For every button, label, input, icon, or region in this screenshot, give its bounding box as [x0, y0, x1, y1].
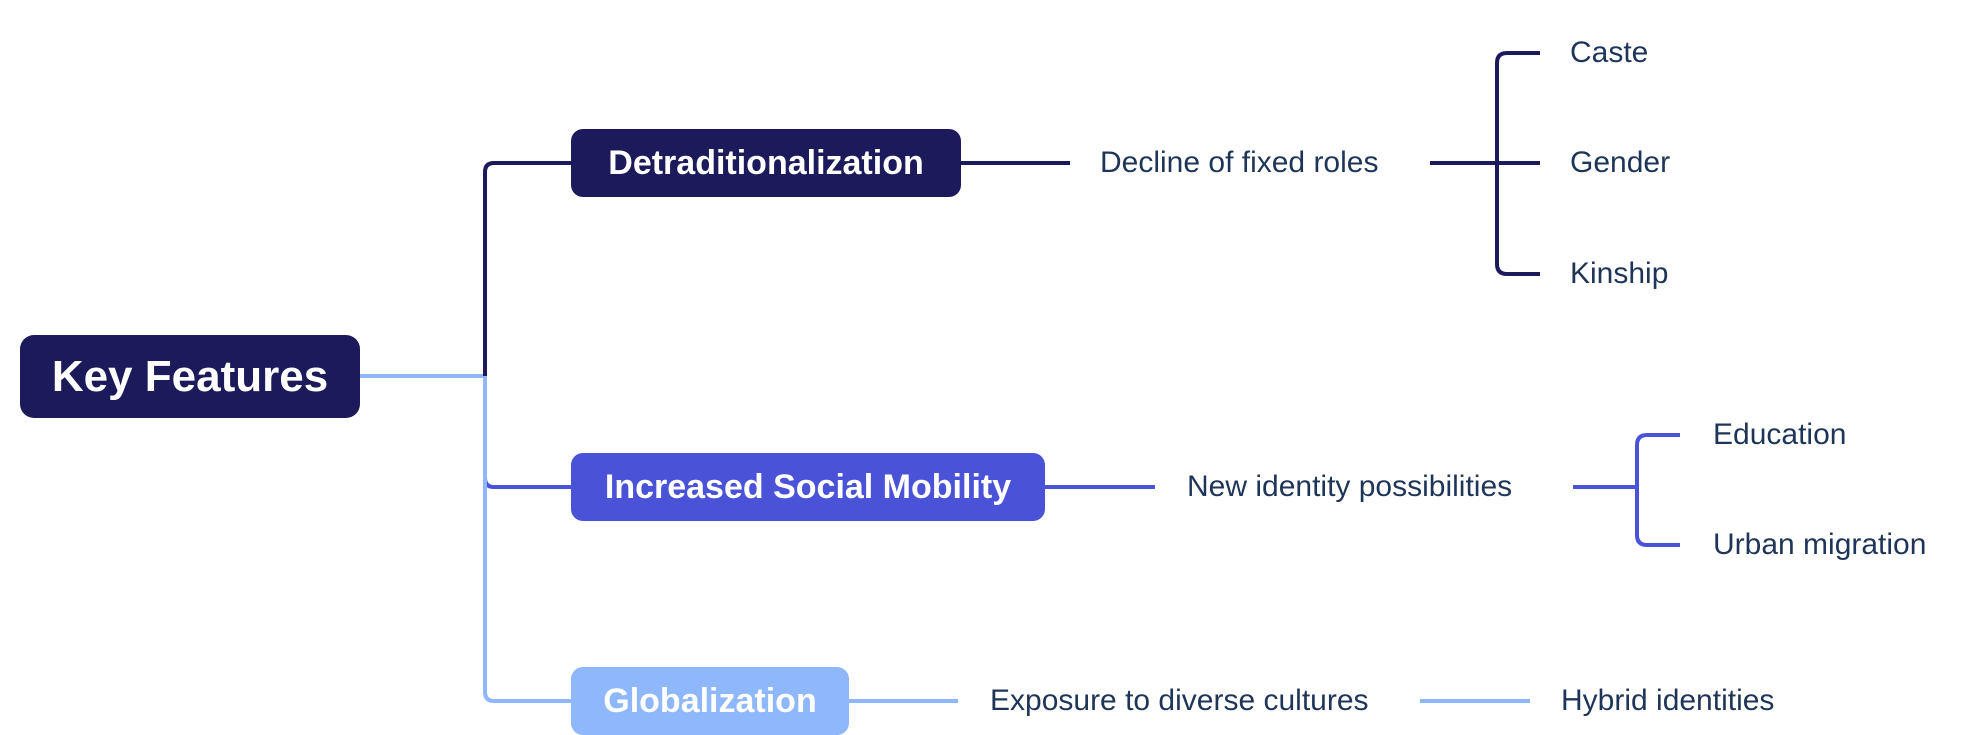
leaf-kinship[interactable]: Kinship [1570, 257, 1669, 290]
branch-label: Increased Social Mobility [604, 467, 1012, 506]
leaf-education[interactable]: Education [1713, 418, 1847, 451]
branch-1-connectors [961, 51, 1540, 276]
leaf-caste[interactable]: Caste [1570, 36, 1649, 69]
leaf-hybrid-identities[interactable]: Hybrid identities [1561, 684, 1775, 717]
subtopic-exposure-to-diverse-cultures[interactable]: Exposure to diverse cultures [990, 684, 1369, 717]
root-node-key-features[interactable]: Key Features [20, 335, 360, 418]
branch-node-increased-social-mobility[interactable]: Increased Social Mobility [571, 453, 1045, 521]
branch-node-detraditionalization[interactable]: Detraditionalization [571, 129, 961, 197]
branch-node-globalization[interactable]: Globalization [571, 667, 849, 735]
branch-2-connectors [1045, 433, 1680, 547]
root-label: Key Features [51, 351, 329, 401]
branch-label: Detraditionalization [608, 143, 924, 182]
root-connector [360, 161, 571, 703]
leaf-urban-migration[interactable]: Urban migration [1713, 528, 1927, 561]
leaf-gender[interactable]: Gender [1570, 146, 1671, 179]
branch-label: Globalization [603, 681, 817, 720]
subtopic-decline-of-fixed-roles[interactable]: Decline of fixed roles [1100, 146, 1379, 179]
subtopic-new-identity-possibilities[interactable]: New identity possibilities [1187, 470, 1513, 503]
